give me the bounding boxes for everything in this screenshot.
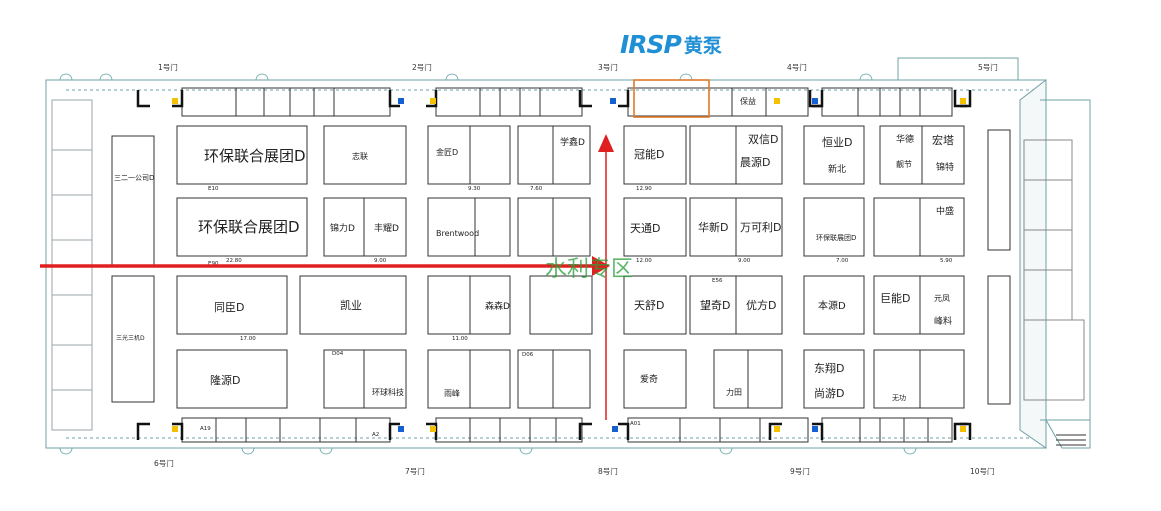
booth-hengye: 恒业D — [822, 136, 852, 149]
booth-codes: E10 E90 12.90 9.30 9.00 7.60 E56 12.00 9… — [200, 186, 953, 438]
brand-logo: IRSP 黄泵 — [620, 29, 722, 59]
booth-zhongsheng: 中盛 — [936, 205, 954, 217]
top-booth-strip — [181, 87, 953, 117]
booth-longyuan: 隆源D — [210, 373, 240, 387]
booth-huadu: 华德 — [896, 133, 914, 145]
perimeter-door-marks — [59, 73, 917, 455]
gate-label-6: 6号门 — [154, 459, 174, 468]
code-10: 7.00 — [836, 258, 849, 264]
booth-yuanfeng: 元凤 — [934, 294, 950, 303]
code-2: E90 — [208, 261, 219, 267]
booth-wugong: 无功 — [892, 393, 906, 402]
booth-zhongte: 锦特 — [936, 161, 954, 173]
booth-wangqi: 望奇D — [700, 299, 730, 312]
booth-guanneng: 冠能D — [634, 147, 664, 161]
booth-hongte: 宏塔 — [932, 133, 954, 147]
route-vertical-arrowhead — [598, 134, 614, 152]
booth-left-mid: 三二一公司D — [114, 174, 154, 182]
route-horizontal-arrowhead — [592, 256, 610, 276]
code-16: D06 — [522, 352, 534, 358]
gate-label-2: 2号门 — [412, 63, 432, 72]
booth-tianshu: 天舒D — [634, 298, 664, 312]
booth-chenyuan: 晨源D — [740, 155, 770, 169]
booth-shangyou: 尚游D — [814, 386, 844, 400]
code-17: A19 — [200, 426, 211, 432]
code-12: 22.80 — [226, 258, 242, 264]
booth-tiantong: 天通D — [630, 222, 660, 235]
booth-kaiye: 凯业 — [340, 299, 362, 312]
booth-tongqi: 同臣D — [214, 301, 244, 314]
booth-huanbao-2: 环保联合展团D — [198, 218, 300, 236]
code-4: 9.30 — [468, 186, 481, 192]
booth-zhikong: 志联 — [352, 151, 368, 161]
hall-outline — [45, 57, 1091, 449]
code-1: E10 — [208, 186, 219, 192]
booth-benyuan: 本源D — [818, 299, 846, 312]
booth-labels: 环保联合展团D 环保联合展团D 志联 锦力D 丰耀D 金匠D 学鑫D Brent… — [114, 96, 954, 402]
door-pillars — [136, 90, 972, 440]
water-zone-label: 水利专区 — [545, 257, 633, 282]
code-11: 5.90 — [940, 258, 953, 264]
highlighted-booth — [633, 79, 710, 118]
code-7: E56 — [712, 278, 723, 284]
booth-youfang: 优方D — [746, 298, 776, 312]
booth-baoyi: 保益 — [740, 96, 756, 106]
code-6: 7.60 — [530, 186, 543, 192]
booth-xinbei: 新北 — [828, 163, 846, 175]
booth-fengkai: 丰耀D — [374, 222, 399, 234]
booth-brentwood: Brentwood — [436, 229, 479, 238]
booth-gaolian: 金匠D — [436, 147, 458, 157]
booth-left-bot: 三光三机D — [116, 334, 145, 342]
code-5: 9.00 — [374, 258, 387, 264]
gate-label-1: 1号门 — [158, 63, 178, 72]
booth-shuangxin: 双信D — [748, 133, 778, 146]
booth-islands — [176, 125, 1011, 409]
booth-liangjiao: 靓节 — [896, 159, 912, 169]
code-15: D04 — [332, 351, 344, 357]
door-markers — [172, 98, 966, 432]
booth-yufeng: 雨峰 — [444, 388, 460, 398]
gate-label-7: 7号门 — [405, 467, 425, 476]
gate-label-3: 3号门 — [598, 63, 618, 72]
code-9: 9.00 — [738, 258, 751, 264]
gate-label-9: 9号门 — [790, 467, 810, 476]
booth-senxin: 森森D — [485, 300, 510, 312]
booth-juneng: 巨能D — [880, 291, 910, 305]
code-3: 12.90 — [636, 186, 652, 192]
booth-huanbao-1: 环保联合展团D — [204, 147, 306, 165]
booth-fengliao: 峰料 — [934, 315, 952, 327]
booth-huaxin: 华新D — [698, 220, 728, 234]
code-19: A01 — [630, 421, 641, 427]
brand-cn: 黄泵 — [683, 34, 722, 57]
code-8: 12.00 — [636, 258, 652, 264]
booth-xuexin: 学鑫D — [560, 136, 585, 148]
booth-huanqiu: 环球科技 — [372, 387, 404, 397]
gate-label-8: 8号门 — [598, 467, 618, 476]
code-13: 17.00 — [240, 336, 256, 342]
booth-aiqi: 爱奇 — [640, 373, 658, 385]
code-14: 11.00 — [452, 336, 468, 342]
gate-label-10: 10号门 — [970, 467, 995, 476]
booth-dongxiang: 东翔D — [814, 361, 844, 375]
gate-label-5: 5号门 — [978, 63, 998, 72]
route-arrows — [40, 134, 614, 420]
gate-labels: 1号门 2号门 3号门 4号门 5号门 6号门 7号门 8号门 9号门 10号门 — [154, 63, 998, 476]
booth-jinli: 锦力D — [330, 222, 355, 234]
code-18: A2 — [372, 432, 379, 438]
booth-wanke: 万可利D — [740, 221, 781, 234]
booth-lidian: 力田 — [726, 387, 742, 397]
gate-label-4: 4号门 — [787, 63, 807, 72]
brand-mark: IRSP — [620, 29, 682, 59]
booth-hunan: 环保联展团D — [816, 233, 856, 242]
